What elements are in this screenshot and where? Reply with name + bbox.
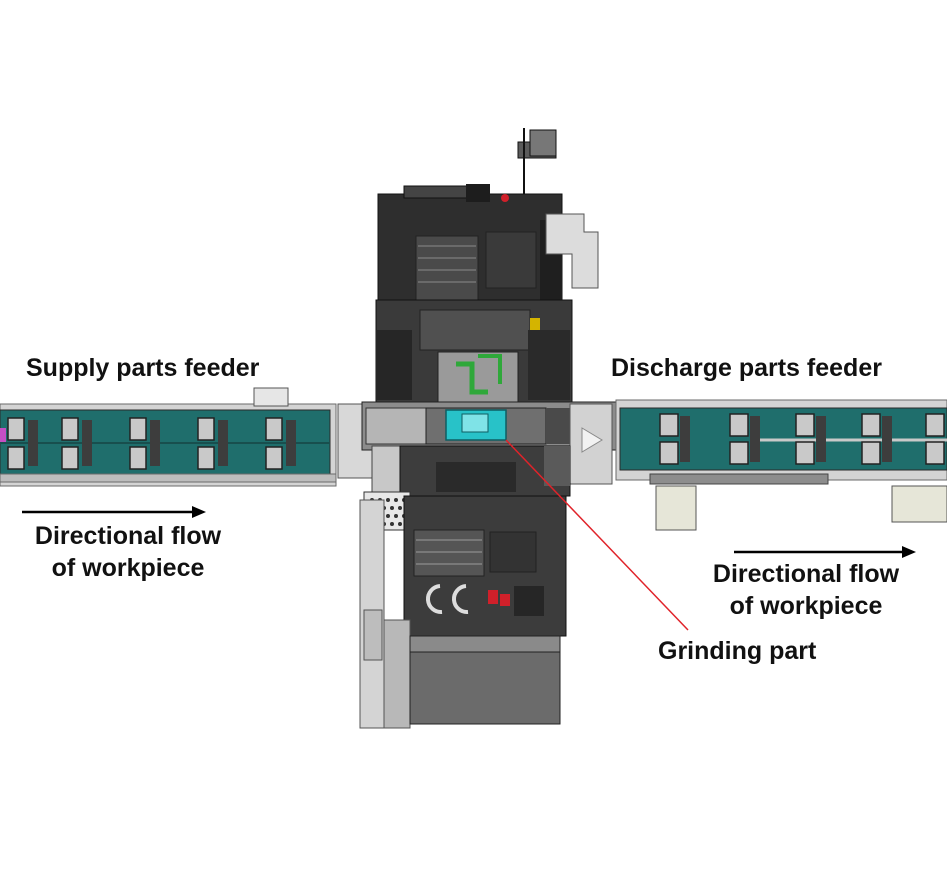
flow-label-left-line1: Directional flow [34,522,222,550]
grinding-leader-line [505,439,689,631]
flow-label-left: Directional flow of workpiece [20,520,236,584]
flow-label-right-line1: Directional flow [712,560,900,588]
flow-arrow-right [734,546,916,558]
flow-label-right-line2: of workpiece [729,592,883,620]
flow-arrow-left [22,506,206,518]
supply-feeder-label: Supply parts feeder [26,354,260,382]
supply-conveyor [0,387,337,487]
machine-body [359,128,625,729]
flow-label-left-line2: of workpiece [51,554,205,582]
discharge-feeder-label: Discharge parts feeder [611,354,882,382]
flow-label-right: Directional flow of workpiece [697,558,915,622]
discharge-conveyor [615,399,947,531]
grinding-part-label: Grinding part [658,637,817,665]
